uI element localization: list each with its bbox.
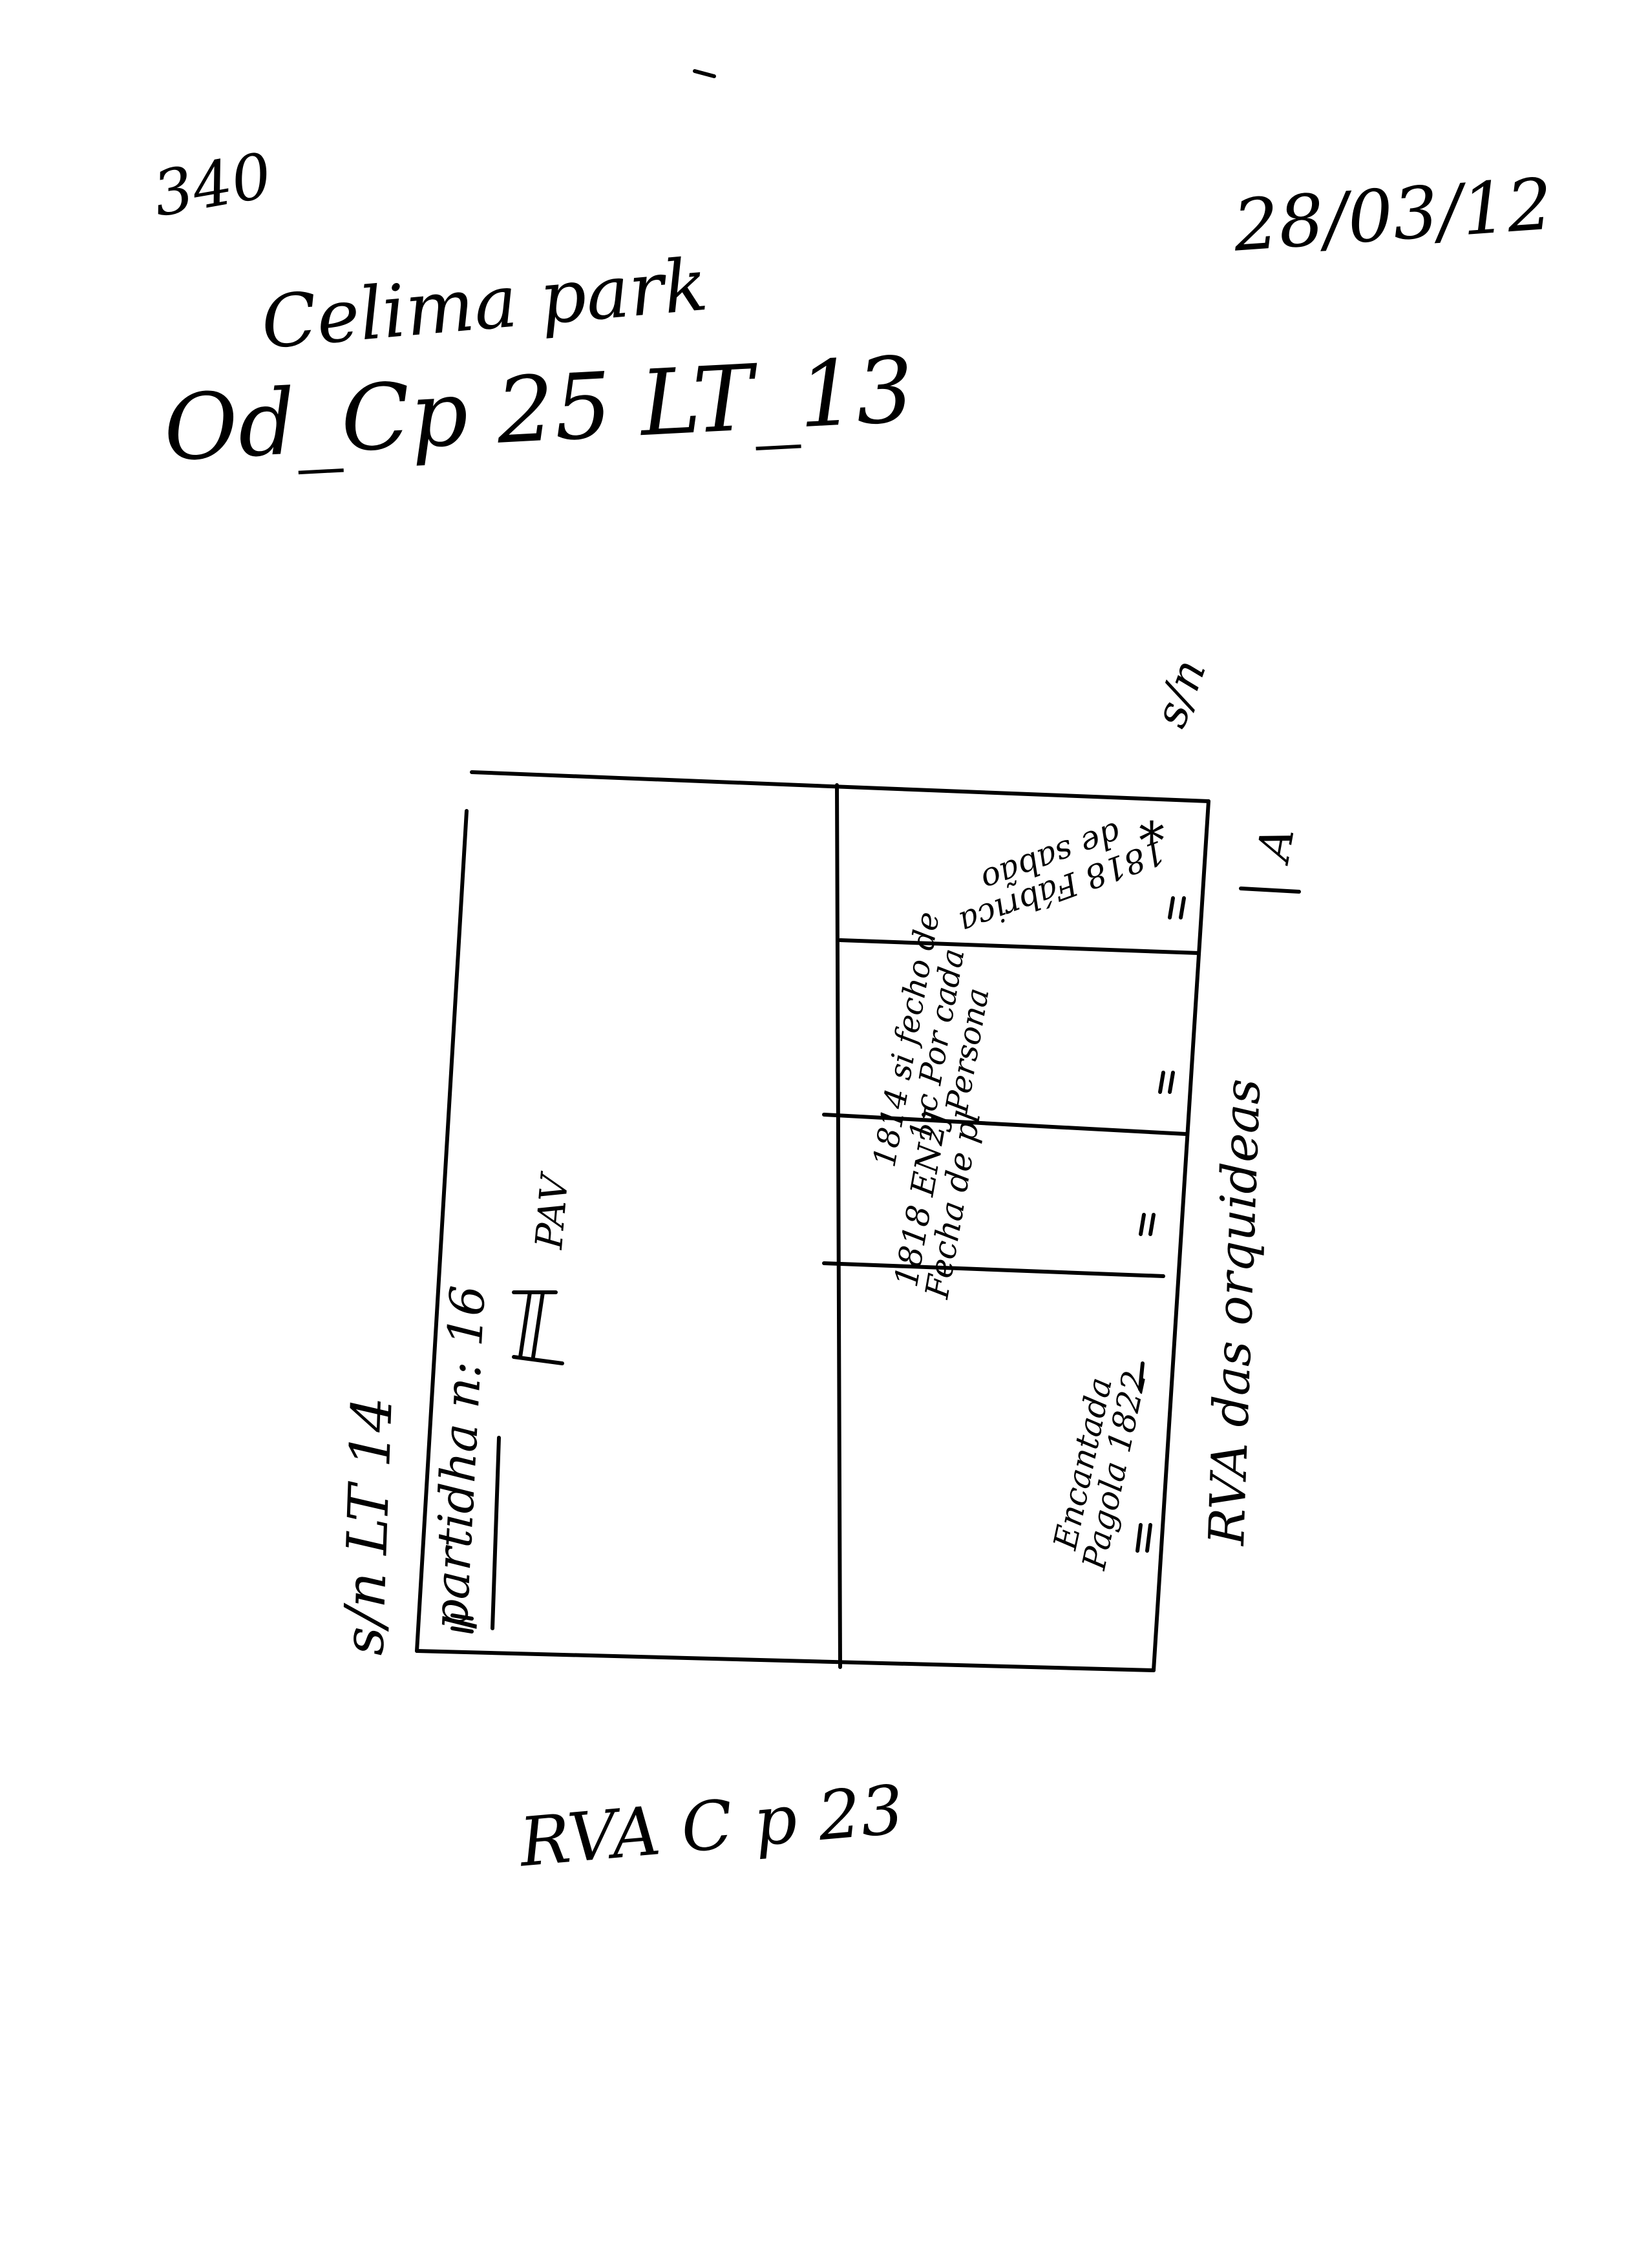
center-note: PAV xyxy=(527,1173,577,1251)
star-mark: * xyxy=(1139,811,1165,871)
left-neighbor-label: s/n LT 14 xyxy=(332,1395,405,1657)
